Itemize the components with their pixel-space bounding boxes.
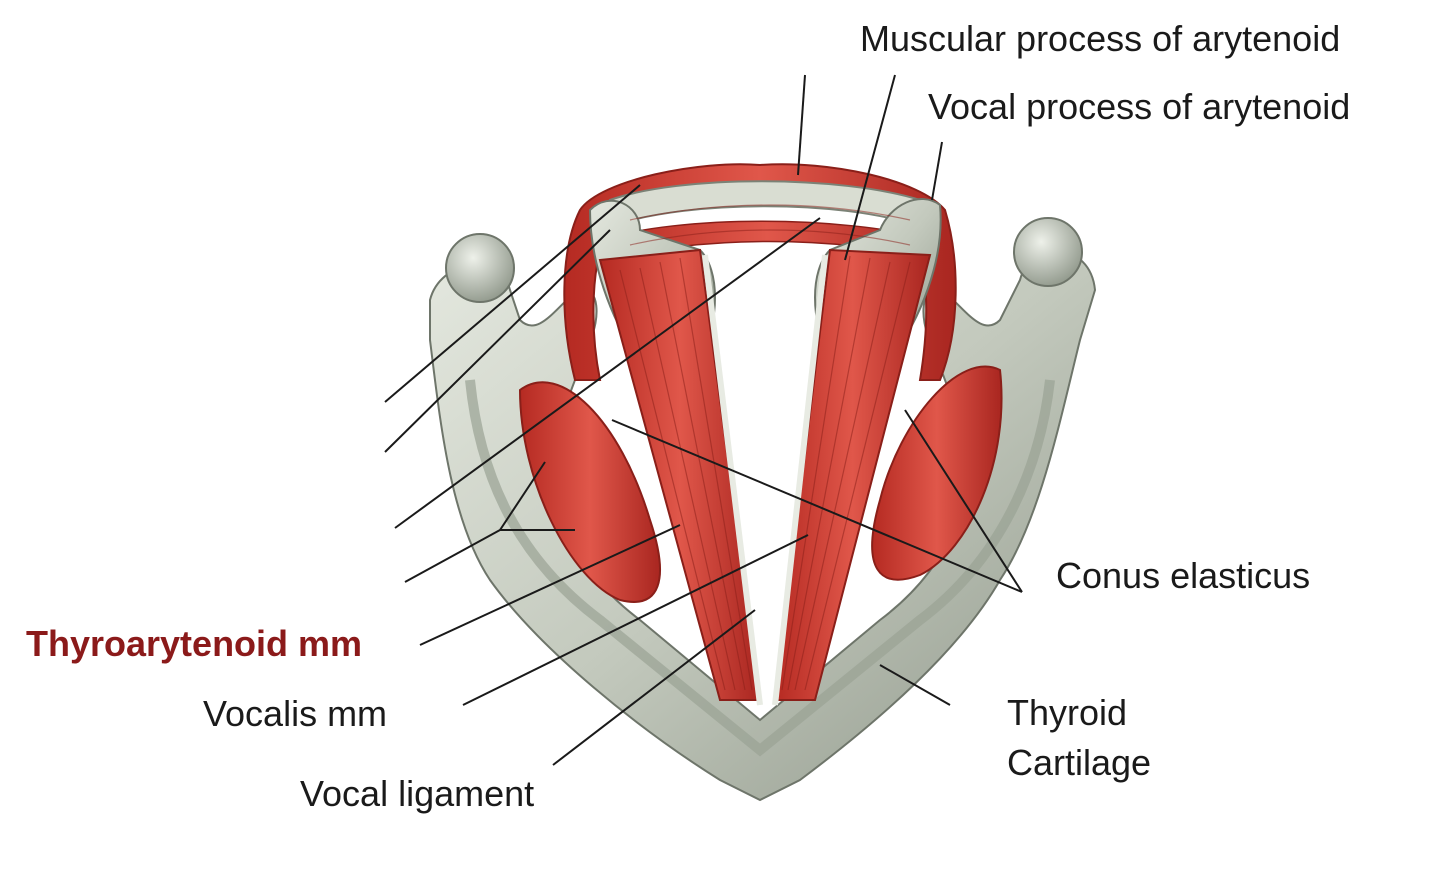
superior-horn-right (1013, 217, 1083, 287)
label-vocalis: Vocalis mm (203, 693, 388, 734)
leader-lines (384, 74, 1023, 766)
label-vocal-process: Vocal process of arytenoid (928, 86, 1351, 127)
thyroid-cartilage-shape (429, 250, 1097, 802)
lateral-muscle-right (871, 365, 1003, 581)
superior-horn-left (445, 233, 515, 303)
label-thyroarytenoid: Thyroarytenoid mm (26, 623, 363, 664)
vocal-ligament-right (772, 254, 828, 706)
label-thyroid-line2: Cartilage (1007, 742, 1152, 783)
lateral-muscle-left (518, 381, 661, 603)
label-muscular-process: Muscular process of arytenoid (860, 18, 1341, 59)
label-thyroid-line1: Thyroid (1007, 692, 1128, 733)
label-vocal-ligament: Vocal ligament (300, 773, 535, 814)
label-conus-elasticus: Conus elasticus (1056, 555, 1311, 596)
vocal-ligament-left (702, 254, 763, 706)
